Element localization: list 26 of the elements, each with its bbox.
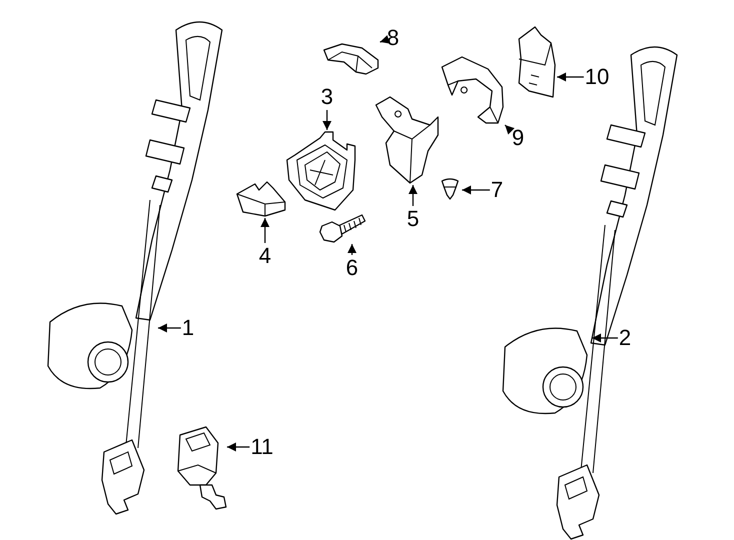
callout-number: 11 [250, 435, 274, 459]
callout-number: 7 [490, 178, 504, 202]
leader-line [408, 185, 418, 206]
callout-number: 1 [182, 316, 194, 340]
retractor-cover-drawing [285, 130, 357, 212]
leader-line [322, 110, 332, 130]
callout-number: 2 [618, 326, 632, 350]
cover-drawing [440, 55, 505, 125]
callout-number: 4 [258, 244, 272, 268]
leader-line [504, 124, 515, 135]
callout-number: 10 [584, 65, 610, 89]
leader-line [462, 186, 490, 194]
leader-line [557, 72, 584, 82]
callout-number: 8 [386, 26, 400, 50]
leader-line [158, 324, 181, 332]
leader-line [227, 442, 250, 452]
bolt-drawing [318, 212, 366, 244]
leader-line [592, 334, 618, 342]
leader-line [380, 35, 390, 44]
callout-number: 6 [346, 256, 358, 280]
callout-number: 9 [512, 126, 524, 150]
leader-line [348, 244, 356, 255]
cover-drawing [322, 42, 380, 76]
leader-line [260, 218, 270, 243]
callout-number: 3 [320, 85, 334, 109]
callout-number: 5 [406, 207, 420, 231]
